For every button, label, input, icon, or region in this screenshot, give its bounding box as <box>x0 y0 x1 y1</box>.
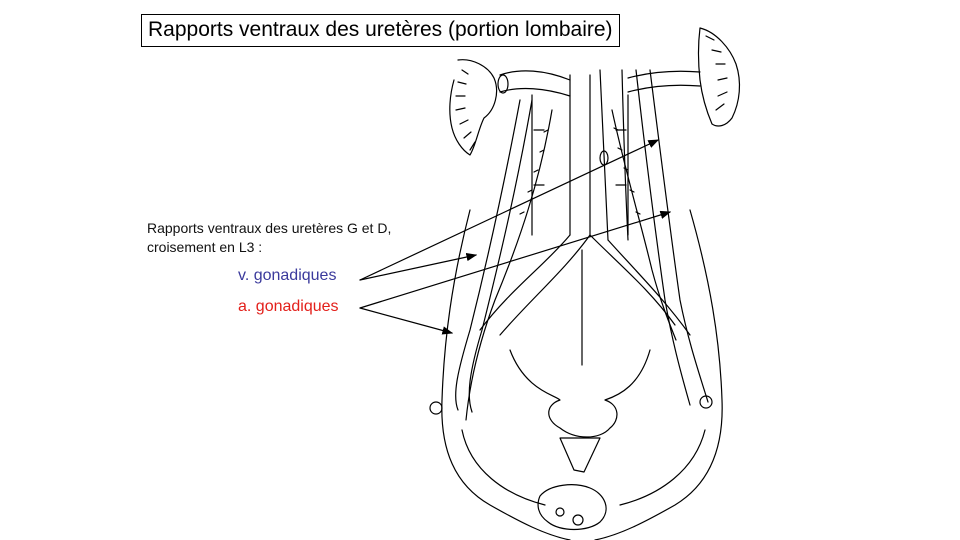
right-kidney <box>697 27 741 127</box>
ureter-right-b <box>649 69 709 403</box>
iliac-right <box>589 234 691 336</box>
renal-vessel-left <box>499 70 571 97</box>
vessel-stump-left <box>497 74 509 94</box>
gonadal-tick-marks <box>519 127 641 215</box>
caption: Rapports ventraux des uretères G et D, c… <box>147 219 447 257</box>
vertebral-discs <box>533 129 627 186</box>
ureter-left-a <box>455 99 521 411</box>
pelvic-brim-inner <box>461 429 706 506</box>
left-kidney <box>449 59 498 156</box>
abdominal-wall-right <box>594 209 723 540</box>
inferior-vena-cava <box>599 69 629 241</box>
abdominal-wall-left <box>441 209 571 540</box>
arrow-vein-right <box>359 139 660 281</box>
sacral-promontory <box>509 349 651 438</box>
gonadal-right <box>611 109 677 341</box>
gonadal-left <box>465 109 553 421</box>
label-gonadal-veins: v. gonadiques <box>238 267 337 284</box>
arrow-artery-right <box>359 210 672 309</box>
pelvic-floor-detail-2 <box>572 514 584 526</box>
ureter-stump-right <box>699 395 713 409</box>
slide-title: Rapports ventraux des uretères (portion … <box>141 14 620 47</box>
left-kidney-calyces <box>455 69 476 151</box>
right-kidney-calyces <box>705 35 728 111</box>
coccyx <box>559 437 601 473</box>
ureter-left-b <box>468 99 533 413</box>
vertebral-column <box>531 94 629 236</box>
pelvic-floor <box>537 484 607 531</box>
caption-line-2: croisement en L3 : <box>147 239 263 255</box>
caption-line-1: Rapports ventraux des uretères G et D, <box>147 220 392 236</box>
label-gonadal-arteries: a. gonadiques <box>238 298 339 315</box>
iliac-left <box>479 234 591 336</box>
renal-vessel-right <box>627 70 701 93</box>
ureter-stump-left <box>429 401 443 415</box>
aorta <box>569 74 591 236</box>
arrow-vein-left <box>359 252 478 281</box>
arrow-artery-left <box>359 307 454 335</box>
ureter-right-a <box>635 69 691 406</box>
pelvic-floor-detail-1 <box>555 507 565 517</box>
